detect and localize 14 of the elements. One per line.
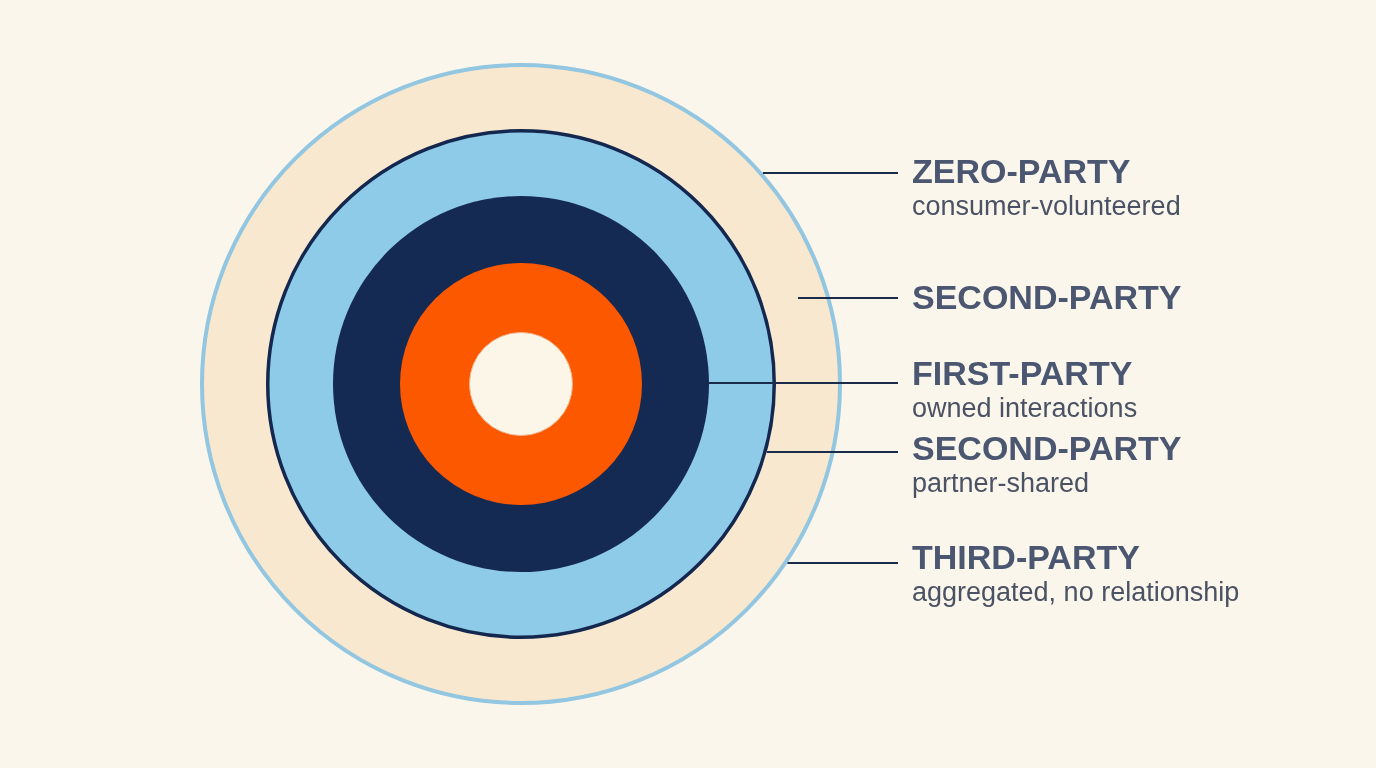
leader-line: [761, 172, 899, 174]
leader-line: [797, 297, 899, 299]
category-description: consumer-volunteered: [912, 191, 1181, 221]
category-heading: THIRD-PARTY: [912, 537, 1141, 577]
leader-line: [786, 562, 899, 564]
category-heading: FIRST-PARTY: [912, 353, 1134, 393]
leader-line: [708, 382, 899, 384]
category-heading: SECOND-PARTY: [912, 277, 1182, 317]
leader-line: [765, 451, 899, 453]
category-description: owned interactions: [912, 393, 1138, 423]
category-description: aggregated, no relationship: [912, 577, 1240, 607]
category-heading: SECOND-PARTY: [912, 428, 1182, 468]
category-description: partner-shared: [912, 468, 1091, 498]
category-heading: ZERO-PARTY: [912, 151, 1132, 191]
